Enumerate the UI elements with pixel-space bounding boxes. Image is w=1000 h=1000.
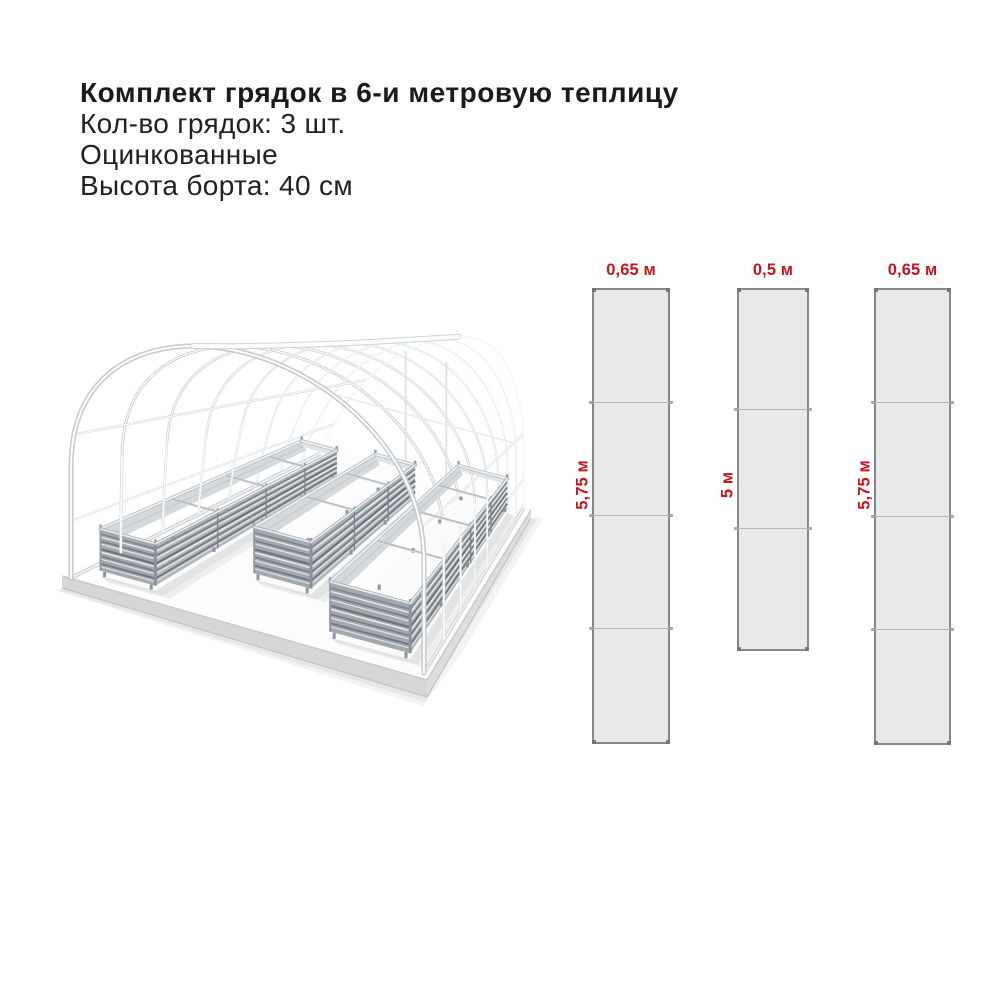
bed-length-label: 5,75 м — [573, 460, 592, 510]
corner-nub — [666, 740, 670, 744]
bed-section-divider — [589, 401, 673, 404]
corner-nub — [666, 288, 670, 292]
corner-nub — [874, 288, 878, 292]
bed-length-label: 5,75 м — [855, 460, 874, 510]
corner-nub — [592, 288, 596, 292]
corner-nub — [592, 740, 596, 744]
product-title: Комплект грядок в 6-и метровую теплицу — [80, 77, 679, 108]
bed-length-label: 5 м — [718, 471, 737, 499]
bed-width-label: 0,65 м — [606, 261, 656, 279]
corner-nub — [874, 741, 878, 745]
bed-outline-plate — [589, 288, 673, 744]
corner-nub — [805, 647, 809, 651]
bed-section-divider — [871, 401, 954, 405]
bed-section-divider — [871, 514, 954, 518]
bed-section-divider — [589, 627, 673, 630]
bed-section-divider — [734, 407, 812, 411]
bed-outline-plate — [871, 288, 954, 745]
raised-bed-middle — [252, 449, 426, 603]
corner-nub — [737, 647, 741, 651]
spec-board-height: Высота борта: 40 см — [80, 170, 353, 201]
bed-section-divider — [871, 627, 954, 631]
greenhouse-frame-front — [68, 333, 489, 676]
bed-width-label: 0,5 м — [752, 261, 794, 279]
greenhouse-illustration — [54, 333, 543, 706]
corner-nub — [805, 288, 809, 292]
bed-section-divider — [589, 514, 673, 517]
product-header: Комплект грядок в 6-и метровую теплицу К… — [80, 77, 679, 201]
corner-nub — [737, 288, 741, 292]
spec-material: Оцинкованные — [80, 139, 279, 170]
bed-width-label: 0,65 м — [887, 261, 938, 279]
spec-bed-count: Кол-во грядок: 3 шт. — [80, 108, 346, 139]
corner-nub — [947, 288, 951, 292]
corner-nub — [947, 741, 951, 745]
bed-outline-plate — [734, 288, 812, 651]
bed-section-divider — [734, 527, 812, 531]
